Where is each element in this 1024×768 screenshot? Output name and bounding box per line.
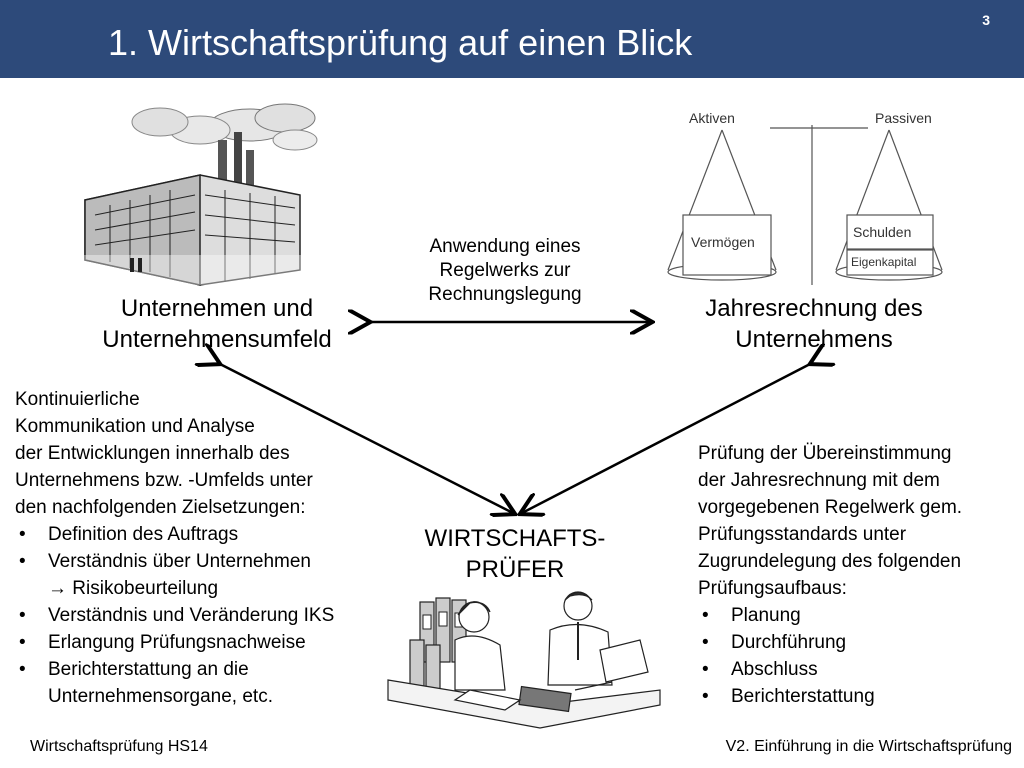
node-auditor: WIRTSCHAFTS- PRÜFER bbox=[390, 523, 640, 585]
list-item-text: Verständnis und Veränderung IKS bbox=[48, 605, 335, 626]
left-intro-line: Kommunikation und Analyse bbox=[15, 416, 255, 437]
list-item: Definition des Auftrags bbox=[15, 521, 400, 548]
node-auditor-line1: WIRTSCHAFTS- bbox=[424, 525, 606, 552]
list-item: Berichterstattung bbox=[698, 683, 1018, 710]
left-intro-line: der Entwicklungen innerhalb des bbox=[15, 443, 290, 464]
right-intro-line: Prüfungsaufbaus: bbox=[698, 578, 847, 599]
right-description: Prüfung der Übereinstimmung der Jahresre… bbox=[698, 440, 1018, 710]
list-item: Berichterstattung an die Unternehmensorg… bbox=[15, 656, 400, 710]
edge-label: Anwendung eines Regelwerks zur Rechnungs… bbox=[400, 235, 610, 307]
list-item-text: Berichterstattung an die bbox=[48, 659, 249, 680]
list-item-text: Planung bbox=[731, 605, 801, 626]
aktiven-label: Aktiven bbox=[689, 110, 735, 126]
list-item-text: Definition des Auftrags bbox=[48, 524, 239, 545]
list-item: Verständnis über Unternehmen → Risikobeu… bbox=[15, 548, 400, 602]
left-intro-line: Kontinuierliche bbox=[15, 389, 140, 410]
auditors-icon bbox=[387, 591, 661, 729]
schulden-label: Schulden bbox=[853, 224, 912, 240]
list-item: Durchführung bbox=[698, 629, 1018, 656]
right-bullet-list: Planung Durchführung Abschluss Berichter… bbox=[698, 602, 1018, 710]
left-intro-line: den nachfolgenden Zielsetzungen: bbox=[15, 497, 306, 518]
node-auditor-line2: PRÜFER bbox=[465, 556, 565, 583]
right-arrow-icon: → bbox=[48, 578, 67, 599]
node-company-line1: Unternehmen und bbox=[120, 295, 314, 322]
slide-title: 1. Wirtschaftsprüfung auf einen Blick bbox=[108, 22, 693, 63]
list-item-text: Risikobeurteilung bbox=[72, 578, 219, 599]
list-item-text: Erlangung Prüfungsnachweise bbox=[48, 632, 306, 653]
list-item-text: Unternehmensorgane, etc. bbox=[48, 686, 273, 707]
list-item-text: Verständnis über Unternehmen bbox=[48, 551, 311, 572]
list-item: Verständnis und Veränderung IKS bbox=[15, 602, 400, 629]
list-item-text: Berichterstattung bbox=[731, 686, 875, 707]
edge-label-line2: Regelwerks zur bbox=[439, 260, 571, 281]
left-bullet-list: Definition des Auftrags Verständnis über… bbox=[15, 521, 400, 710]
factory-icon bbox=[70, 103, 318, 286]
node-company-line2: Unternehmensumfeld bbox=[102, 326, 332, 353]
list-item: Planung bbox=[698, 602, 1018, 629]
left-description: Kontinuierliche Kommunikation und Analys… bbox=[15, 386, 400, 710]
list-item-text: Abschluss bbox=[731, 659, 818, 680]
right-intro-line: der Jahresrechnung mit dem bbox=[698, 470, 940, 491]
vermoegen-label: Vermögen bbox=[691, 234, 755, 250]
edge-label-line3: Rechnungslegung bbox=[428, 284, 582, 305]
passiven-label: Passiven bbox=[875, 110, 932, 126]
list-item: Abschluss bbox=[698, 656, 1018, 683]
footer-left: Wirtschaftsprüfung HS14 bbox=[30, 738, 208, 755]
footer-right: V2. Einführung in die Wirtschaftsprüfung bbox=[725, 738, 1012, 755]
node-report-line2: Unternehmens bbox=[735, 326, 893, 353]
node-report-line1: Jahresrechnung des bbox=[705, 295, 923, 322]
edge-label-line1: Anwendung eines bbox=[429, 236, 581, 257]
eigenkapital-label: Eigenkapital bbox=[851, 255, 917, 269]
title-bar: 1. Wirtschaftsprüfung auf einen Blick 3 bbox=[0, 0, 1024, 78]
right-intro-line: Prüfung der Übereinstimmung bbox=[698, 443, 952, 464]
left-intro-line: Unternehmens bzw. -Umfelds unter bbox=[15, 470, 313, 491]
node-company: Unternehmen und Unternehmensumfeld bbox=[62, 293, 372, 355]
right-intro-line: Zugrundelegung des folgenden bbox=[698, 551, 962, 572]
node-annual-report: Jahresrechnung des Unternehmens bbox=[660, 293, 968, 355]
list-item: Erlangung Prüfungsnachweise bbox=[15, 629, 400, 656]
right-intro-line: vorgegebenen Regelwerk gem. bbox=[698, 497, 963, 518]
right-intro-line: Prüfungsstandards unter bbox=[698, 524, 907, 545]
page-number: 3 bbox=[982, 12, 990, 28]
list-item-text: Durchführung bbox=[731, 632, 847, 653]
